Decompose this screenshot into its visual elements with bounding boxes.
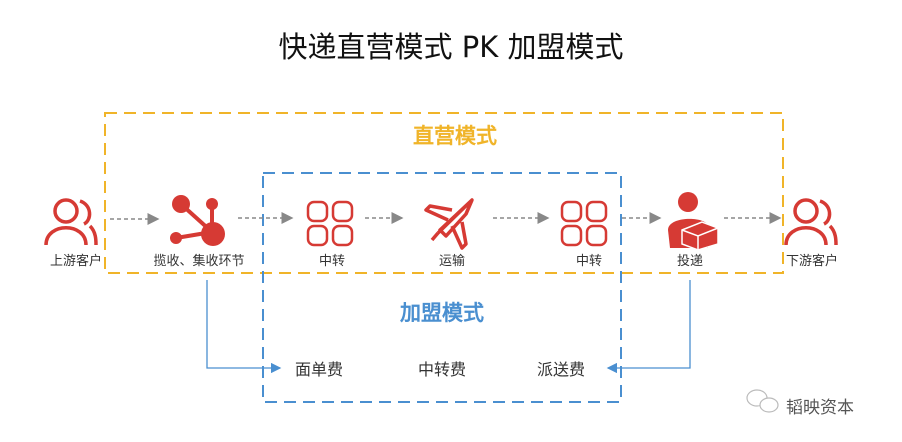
direct-mode-box [104, 112, 784, 274]
node-label: 运输 [438, 254, 466, 269]
transfer-grid-icon-2 [560, 200, 608, 247]
node-label: 上游客户 [49, 254, 103, 269]
fee-connector-right [606, 280, 691, 374]
node-label: 中转 [575, 254, 603, 269]
franchise-mode-label: 加盟模式 [400, 301, 484, 325]
transfer-grid-icon [306, 200, 354, 247]
wechat-icon [746, 389, 779, 413]
franchise-mode-box [262, 172, 622, 403]
node-label: 投递 [676, 254, 704, 269]
airplane-icon [424, 198, 474, 250]
node-label: 下游客户 [785, 254, 839, 269]
direct-mode-label: 直营模式 [413, 124, 497, 148]
fee-label: 中转费 [417, 360, 467, 379]
upstream-customer-icon [44, 198, 98, 246]
fee-label: 面单费 [294, 360, 344, 379]
courier-icon [668, 192, 719, 251]
collection-hub-icon [170, 195, 225, 246]
node-label: 揽收、集收环节 [153, 254, 245, 269]
page-title: 快递直营模式 PK 加盟模式 [278, 30, 624, 64]
fee-connector-left [206, 280, 282, 374]
flow-arrows [110, 212, 782, 225]
node-label: 中转 [318, 254, 346, 269]
watermark: 韬映资本 [786, 398, 854, 418]
fee-label: 派送费 [536, 360, 586, 379]
downstream-customer-icon [784, 198, 838, 246]
